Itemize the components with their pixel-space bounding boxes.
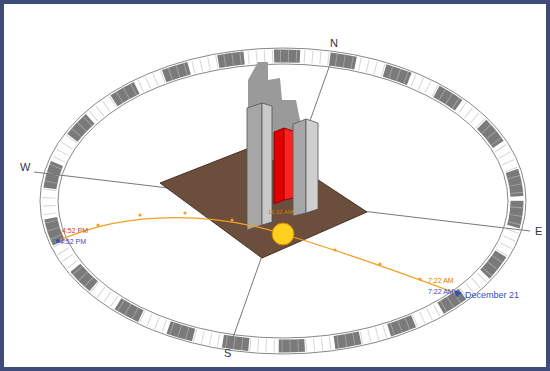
tower-right-side [306,119,318,213]
sunrise-marker [454,290,462,297]
compass-label: S [224,348,231,359]
time-label: 4:52 PM [60,238,86,245]
date-label: December 21 [465,291,519,300]
tower-left [247,103,262,230]
tower-right [293,119,306,216]
compass-label: W [20,162,30,173]
time-label: 7:22 AM [428,277,454,284]
sunset-marker [56,239,60,243]
tower-red-side [284,128,294,200]
compass-label: E [535,226,542,237]
tower-red [274,128,284,204]
sun-path [58,218,458,294]
sun-path-illustration [4,4,546,367]
hour-dots [96,211,421,280]
ring-outer [40,48,526,354]
diagram-panel: N W E S 11:32 AM 4:52 PM 4:52 PM 7:22 AM 7:22 AM… [4,4,546,367]
time-label: 11:32 AM [268,209,293,215]
time-label: 7:22 AM [428,288,454,295]
time-label: 4:52 PM [62,227,88,234]
sun [272,223,294,245]
tower-left-side [262,103,272,225]
compass-label: N [330,38,338,49]
ring-ticks [49,56,517,346]
ring-segments [49,56,517,346]
